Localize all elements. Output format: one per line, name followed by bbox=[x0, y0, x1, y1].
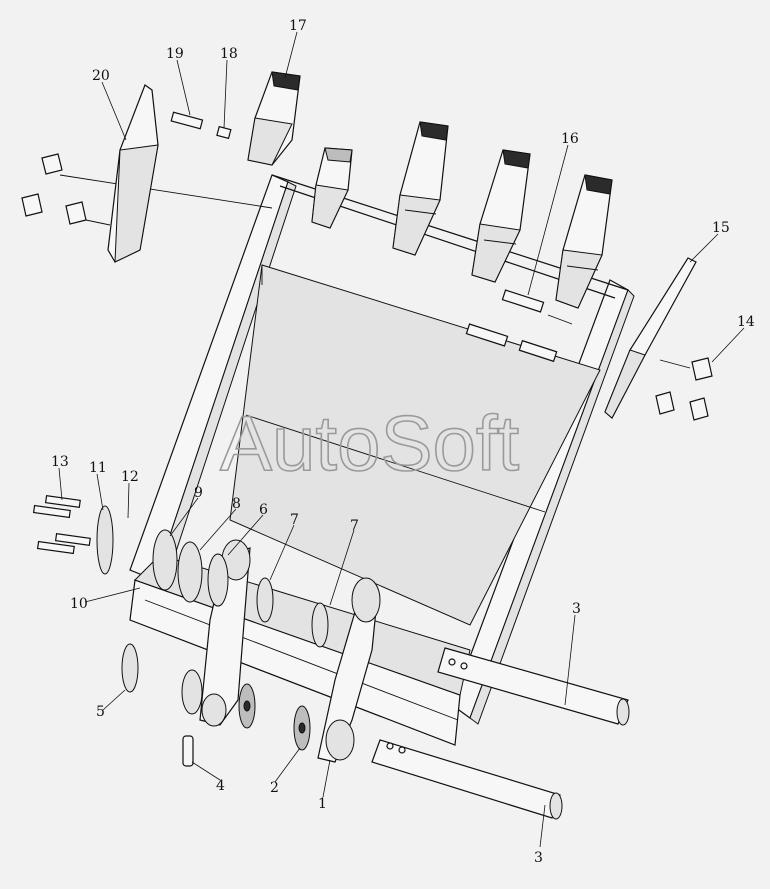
tooth-adapter bbox=[311, 147, 353, 229]
callout-7a: 7 bbox=[290, 512, 299, 528]
nut bbox=[655, 391, 675, 415]
callout-labels: 17 18 19 20 16 15 14 13 11 12 9 8 6 7 7 … bbox=[51, 18, 755, 866]
leader-lines bbox=[58, 31, 745, 848]
hinge-bracket-right bbox=[317, 577, 381, 763]
callout-17: 17 bbox=[289, 18, 307, 34]
bushings bbox=[96, 505, 329, 751]
callout-10: 10 bbox=[70, 596, 88, 612]
callout-19: 19 bbox=[166, 46, 184, 62]
nut bbox=[689, 397, 709, 421]
callout-5: 5 bbox=[96, 704, 105, 720]
bolt-16 bbox=[501, 289, 545, 313]
callout-14: 14 bbox=[737, 314, 755, 330]
callout-11: 11 bbox=[89, 460, 107, 476]
watermark: AutoSoft bbox=[220, 399, 520, 487]
bolt bbox=[518, 339, 558, 363]
bucket-frame bbox=[129, 174, 635, 746]
callout-7b: 7 bbox=[350, 518, 359, 534]
nut bbox=[41, 153, 63, 175]
callout-4: 4 bbox=[216, 778, 225, 794]
callout-12: 12 bbox=[121, 469, 139, 485]
pin-3-upper bbox=[437, 647, 630, 726]
callout-6: 6 bbox=[259, 502, 268, 518]
pin-4 bbox=[182, 735, 194, 767]
pin-lock-18 bbox=[216, 125, 232, 140]
bucket-tooth bbox=[555, 174, 613, 309]
callout-20: 20 bbox=[92, 68, 110, 84]
bucket-tooth bbox=[471, 149, 531, 283]
pin-3-lower bbox=[371, 739, 563, 820]
callout-1: 1 bbox=[318, 796, 327, 812]
callout-13: 13 bbox=[51, 454, 69, 470]
callout-15: 15 bbox=[712, 220, 730, 236]
callout-3b: 3 bbox=[534, 850, 543, 866]
bolts-13 bbox=[32, 494, 91, 555]
tooth-17 bbox=[247, 71, 301, 166]
fasteners bbox=[21, 111, 713, 767]
bolt bbox=[465, 323, 509, 347]
ring-5 bbox=[121, 643, 139, 693]
teeth-row bbox=[247, 71, 613, 309]
callout-18: 18 bbox=[220, 46, 238, 62]
nut-14 bbox=[691, 357, 713, 381]
callout-8: 8 bbox=[232, 496, 241, 512]
callout-16: 16 bbox=[561, 131, 579, 147]
callout-9: 9 bbox=[194, 485, 203, 501]
callout-3a: 3 bbox=[572, 601, 581, 617]
hinge-bracket-left bbox=[199, 539, 251, 727]
callout-2: 2 bbox=[270, 780, 279, 796]
nut bbox=[21, 193, 43, 217]
bucket-tooth bbox=[392, 121, 449, 256]
nut bbox=[65, 201, 87, 225]
tooth-pin-19 bbox=[170, 111, 204, 130]
